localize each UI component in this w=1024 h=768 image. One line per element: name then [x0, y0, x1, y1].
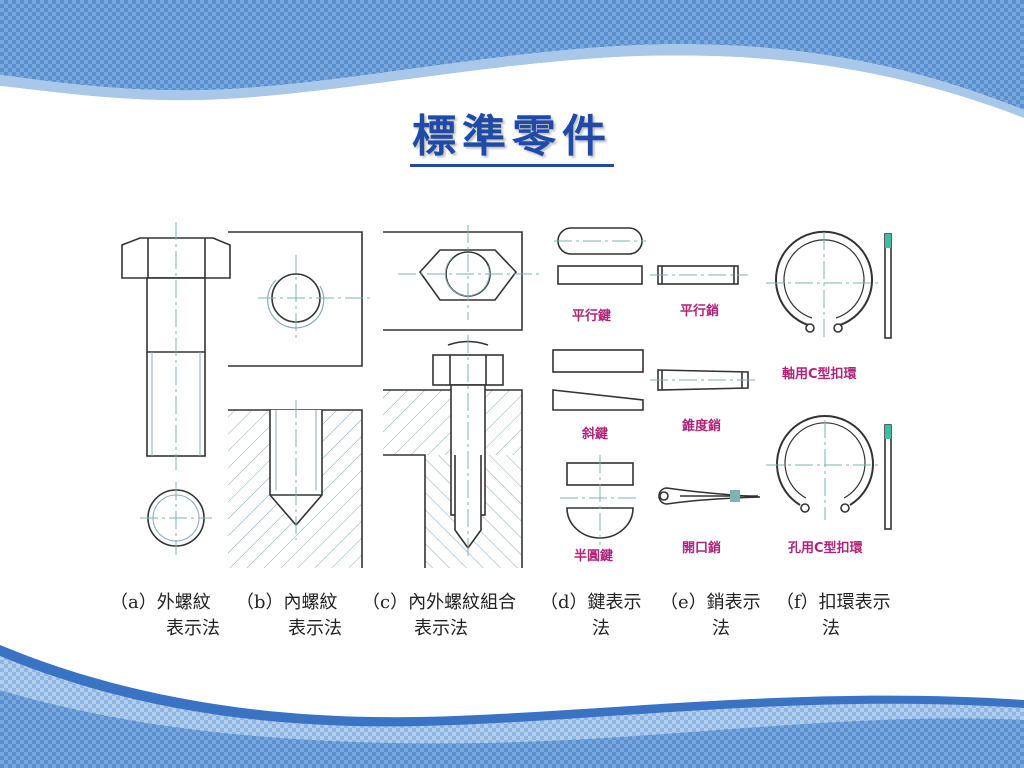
caption-d: （d）鍵表示 法: [540, 590, 642, 642]
caption-a: （a）外螺紋 表示法: [110, 590, 220, 642]
label-cotter-pin: 開口銷: [682, 540, 721, 556]
caption-b-line2: 表示法: [288, 618, 342, 639]
caption-d-line2: 法: [592, 618, 610, 639]
pins: [650, 265, 761, 505]
label-hole-ring: 孔用C型扣環: [788, 540, 864, 556]
caption-e-line1: （e）銷表示: [660, 592, 761, 613]
caption-f-line1: （f）扣環表示: [776, 592, 891, 613]
caption-c: （c）內外螺紋組合 表示法: [362, 590, 516, 642]
caption-a-line1: （a）外螺紋: [110, 592, 211, 613]
caption-a-line2: 表示法: [166, 618, 220, 639]
internal-thread: [228, 231, 372, 568]
label-shaft-ring: 軸用C型扣環: [782, 366, 858, 382]
caption-f: （f）扣環表示 法: [776, 590, 891, 642]
label-parallel-pin: 平行銷: [680, 303, 719, 319]
label-taper-key: 斜鍵: [581, 426, 608, 442]
label-woodruff-key: 半圓鍵: [574, 548, 613, 564]
caption-c-line2: 表示法: [414, 618, 468, 639]
caption-d-line1: （d）鍵表示: [540, 592, 642, 613]
caption-e-line2: 法: [712, 618, 730, 639]
combined-thread: [383, 225, 540, 568]
external-thread-bolt: [121, 222, 231, 555]
caption-b-line1: （b）內螺紋: [236, 592, 338, 613]
label-taper-pin: 錐度銷: [682, 418, 721, 434]
caption-e: （e）銷表示 法: [660, 590, 761, 642]
slide-title-text: 標準零件: [410, 111, 614, 167]
caption-b: （b）內螺紋 表示法: [236, 590, 342, 642]
caption-f-line2: 法: [822, 618, 840, 639]
slide-title: 標準零件: [0, 100, 1024, 167]
label-parallel-key: 平行鍵: [572, 308, 611, 324]
keys: [552, 227, 646, 545]
caption-c-line1: （c）內外螺紋組合: [362, 592, 517, 613]
retaining-rings: [766, 230, 892, 530]
